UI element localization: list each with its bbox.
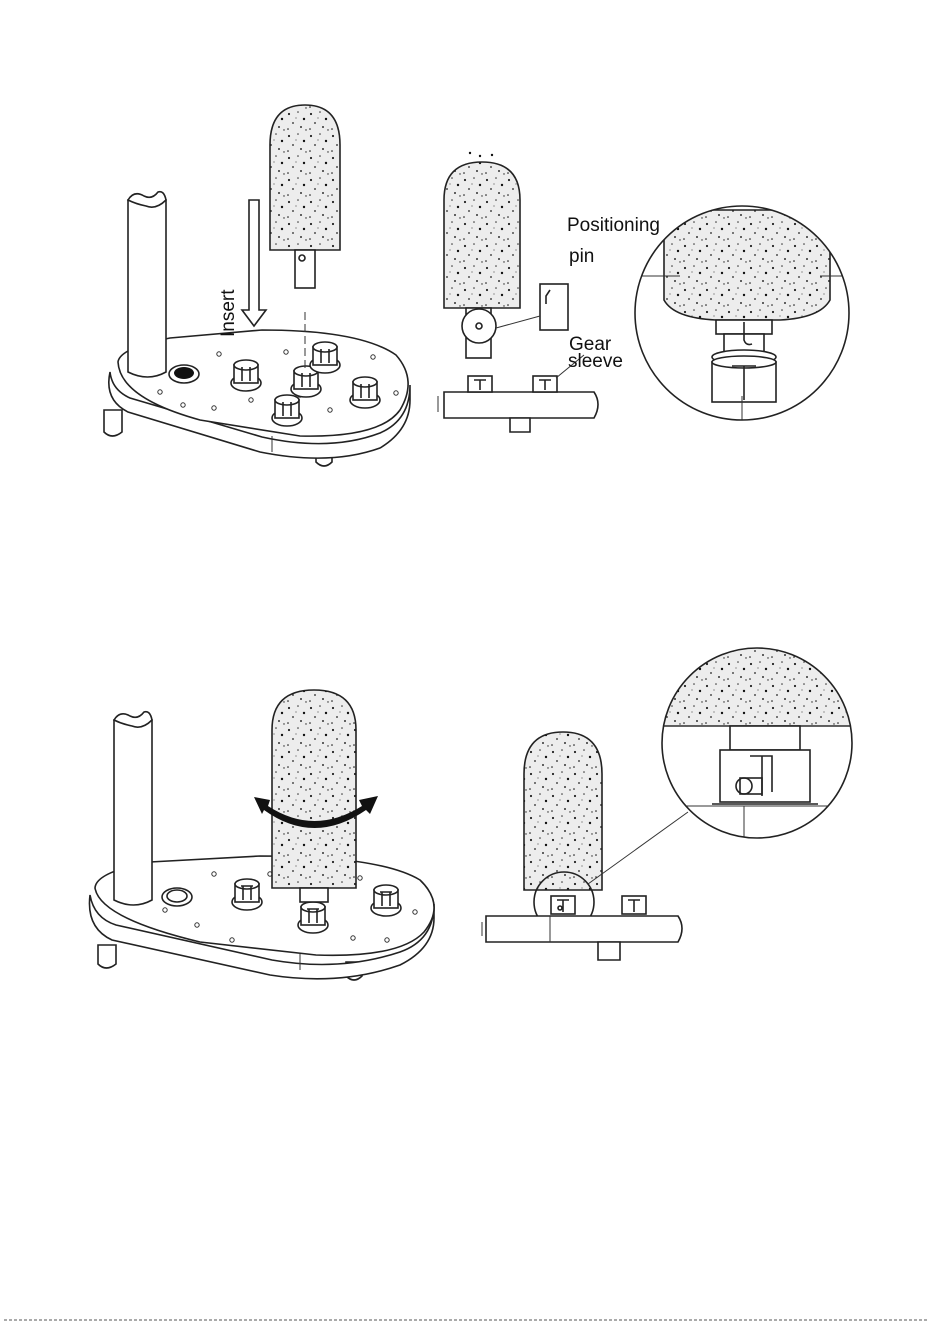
positioning-label: Positioning <box>567 215 660 236</box>
insert-label: Insert <box>218 289 239 337</box>
step1-iso-view: Insert <box>104 105 410 466</box>
sleeve-label: sleeve <box>568 351 623 372</box>
step1-side-view: Positioning pin Gear sleeve <box>438 152 660 432</box>
grinding-stone <box>270 105 340 250</box>
step2-zoom-detail <box>650 640 870 850</box>
step2-side-view <box>482 732 688 960</box>
step2-iso-view <box>89 690 434 980</box>
down-arrow-icon <box>242 200 266 326</box>
pin-label: pin <box>569 246 594 267</box>
